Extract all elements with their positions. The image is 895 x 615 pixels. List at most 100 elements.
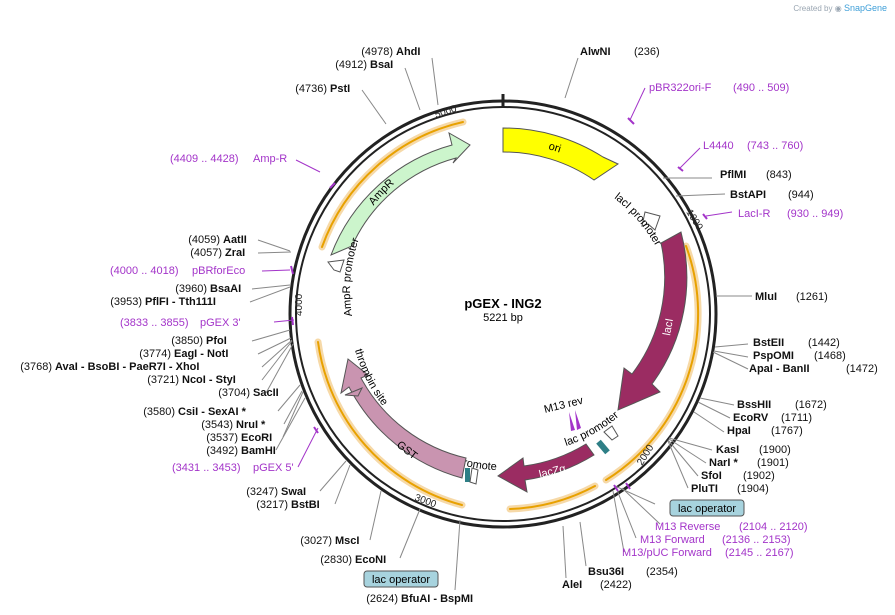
site-pos: (3537) [206,432,238,444]
site-label[interactable]: SacII [253,387,279,399]
site-label[interactable]: BsaAI [210,283,241,295]
tac-promoter-arrow [469,467,479,485]
lacZa-feature[interactable] [497,443,595,493]
site-label[interactable]: EagI - NotI [174,348,228,360]
site-pos: (1902) [743,470,775,482]
site-label[interactable]: AlwNI [580,46,611,58]
site-label[interactable]: NruI * [236,419,266,431]
lac-operator-block-2 [465,468,470,482]
sites-right: AlwNI (236) PflMI (843) BstAPI (944) Mlu… [562,46,878,591]
site-pos: (2354) [646,566,678,578]
site-label[interactable]: AleI [562,579,582,591]
site-label[interactable]: HpaI [727,425,751,437]
primer-lines [261,87,733,468]
lac-operator-box-1[interactable] [669,499,745,517]
site-pos: (4736) [295,83,327,95]
lac-operator-box-2[interactable] [363,570,439,588]
site-label[interactable]: BamHI [241,445,276,457]
site-pos: (3247) [246,486,278,498]
primer-range: (3833 .. 3855) [120,317,189,329]
site-label[interactable]: NarI * [709,457,738,469]
primer-range: (743 .. 760) [747,140,803,152]
primer-label[interactable]: L4440 [703,140,734,152]
credit-brand: SnapGene [843,3,887,13]
site-pos: (843) [766,169,792,181]
ampr-feature[interactable] [330,131,471,256]
tac-promoter-label: tac promoter [0,0,497,473]
primer-range: (4000 .. 4018) [110,265,179,277]
credit-prefix: Created by [793,4,833,13]
primer-range: (930 .. 949) [787,208,843,220]
site-label[interactable]: EcoNI [355,554,386,566]
site-label[interactable]: AhdI [396,46,420,58]
site-pos: (3774) [139,348,171,360]
site-label[interactable]: SfoI [701,470,722,482]
primer-range: (2104 .. 2120) [739,521,808,533]
site-pos: (1442) [808,337,840,349]
site-pos: (3953) [110,296,142,308]
credit: Created by ◉ SnapGene [793,3,887,13]
site-label[interactable]: PspOMI [753,350,794,362]
site-pos: (4912) [335,59,367,71]
primer-label[interactable]: M13/pUC Forward [622,547,712,559]
lac-promoter-arrow [603,425,619,441]
site-label[interactable]: BstAPI [730,189,766,201]
site-label[interactable]: PflMI [720,169,746,181]
lacI-promoter-arrow [641,211,661,231]
site-label[interactable]: BstBI [291,499,320,511]
site-label[interactable]: BsaI [370,59,393,71]
site-label[interactable]: EcoRV [733,412,769,424]
site-pos: (1901) [757,457,789,469]
site-label[interactable]: AvaI - BsoBI - PaeR7I - XhoI [55,361,199,373]
site-label[interactable]: KasI [716,444,739,456]
site-label[interactable]: Bsu36I [588,566,624,578]
primer-label[interactable]: pGEX 3' [200,317,241,329]
site-pos: (1767) [771,425,803,437]
site-label[interactable]: NcoI - StyI [182,374,236,386]
site-pos: (2830) [320,554,352,566]
gst-feature[interactable] [340,358,467,479]
m13-rev-primer-icon [575,410,581,430]
site-label[interactable]: ApaI - BanII [749,363,810,375]
ori-feature[interactable] [502,127,620,181]
lac-operator-label-2: lac operator [372,574,430,586]
site-label[interactable]: AatII [223,234,247,246]
site-pos: (1904) [737,483,769,495]
orf-arcs [314,118,702,513]
site-pos: (1900) [759,444,791,456]
site-label[interactable]: BstEII [753,337,784,349]
primer-range: (490 .. 509) [733,82,789,94]
site-label[interactable]: BssHII [737,399,771,411]
primer-label[interactable]: LacI-R [738,208,770,220]
primer-label[interactable]: pBRforEco [192,265,245,277]
site-label[interactable]: BfuAI - BspMI [401,593,473,605]
site-pos: (3850) [171,335,203,347]
site-pos: (3960) [175,283,207,295]
site-pos: (4978) [361,46,393,58]
site-label[interactable]: PfoI [206,335,227,347]
primer-label[interactable]: M13 Forward [640,534,705,546]
primer-label[interactable]: pGEX 5' [253,462,294,474]
site-label[interactable]: PluTI [691,483,718,495]
primer-ticks [290,117,708,492]
lac-operator-block-1 [596,439,610,455]
site-label[interactable]: SwaI [281,486,306,498]
primer-range: (3431 .. 3453) [172,462,241,474]
m13-rev-label: M13 rev [543,395,585,416]
site-label[interactable]: MluI [755,291,777,303]
ampr-promoter-arrow [327,259,345,273]
site-pos: (3027) [300,535,332,547]
m13-rev-primer-icon-2 [569,412,575,431]
site-label[interactable]: EcoRI [241,432,272,444]
site-label[interactable]: CsiI - SexAI * [178,406,247,418]
site-label[interactable]: PflFI - Tth111I [145,296,216,308]
leader-lines [249,57,752,591]
primer-label[interactable]: M13 Reverse [655,521,720,533]
lacI-feature[interactable] [617,231,688,411]
primer-label[interactable]: pBR322ori-F [649,82,712,94]
site-label[interactable]: PstI [330,83,350,95]
primer-label[interactable]: Amp-R [253,153,287,165]
site-label[interactable]: MscI [335,535,359,547]
site-label[interactable]: ZraI [225,247,245,259]
site-pos: (3543) [201,419,233,431]
